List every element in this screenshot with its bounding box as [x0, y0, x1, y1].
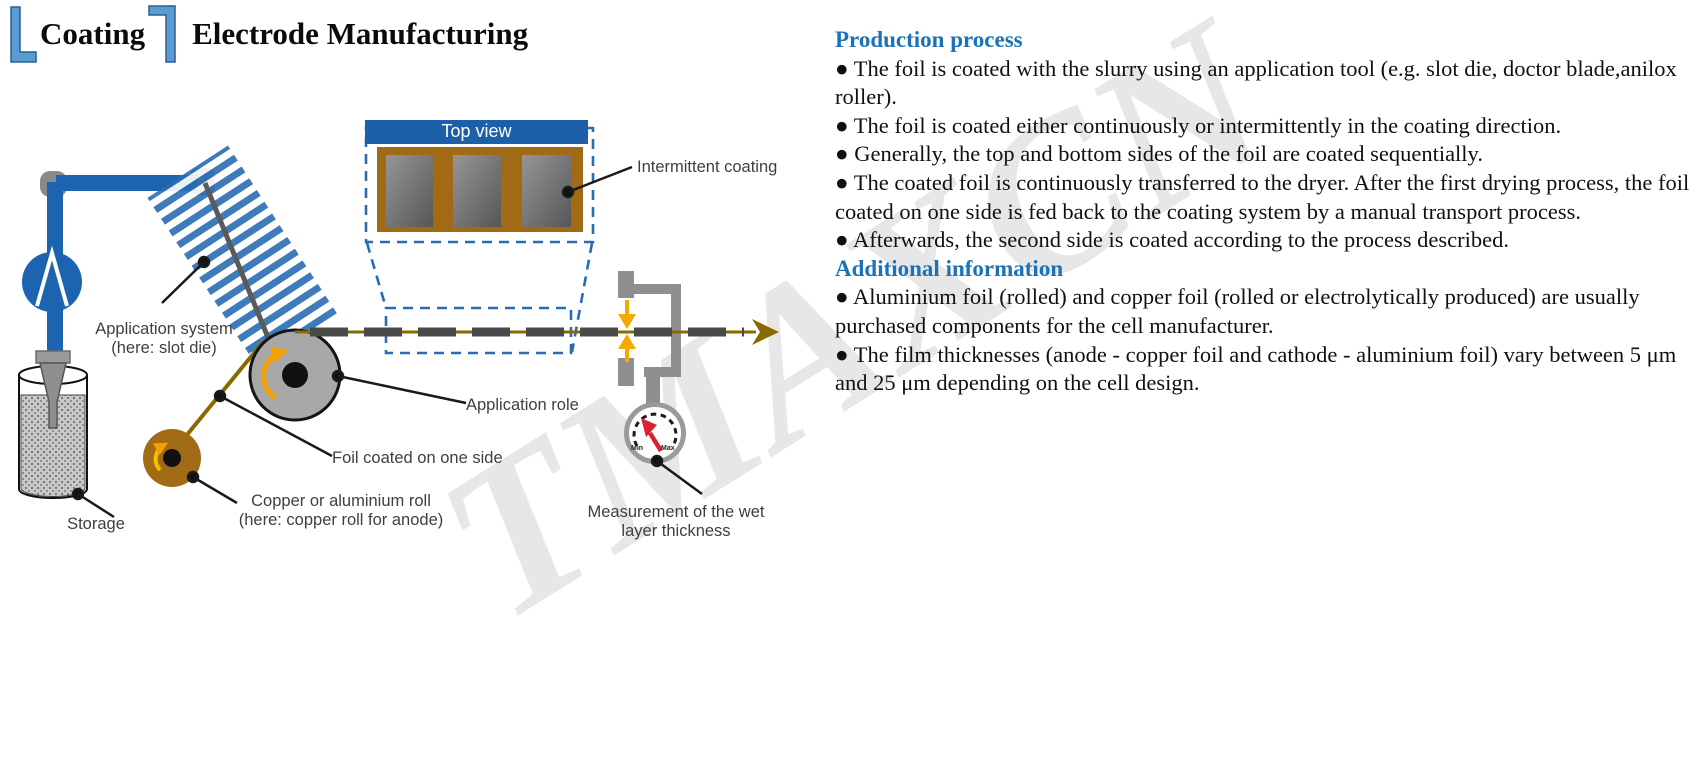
application-role-label: Application role	[466, 396, 579, 414]
measurement-line2: layer thickness	[621, 521, 731, 540]
copper-roll-line1: Copper or aluminium roll	[251, 492, 431, 510]
production-bullet-list: ● The foil is coated with the slurry usi…	[835, 55, 1693, 255]
funnel	[39, 362, 67, 429]
application-role	[248, 328, 342, 422]
pump	[22, 245, 82, 312]
top-view-label: Top view	[441, 121, 512, 141]
application-system-label: Application system (here: slot die)	[88, 320, 240, 357]
additional-bullet-list: ● Aluminium foil (rolled) and copper foi…	[835, 283, 1693, 397]
measurement-label: Measurement of the wet layer thickness	[580, 503, 772, 540]
production-bullet: ● The foil is coated either continuously…	[835, 112, 1562, 138]
web-direction-arrow	[752, 319, 779, 345]
foil-diagonal	[184, 340, 265, 438]
info-panel: Production process ● The foil is coated …	[835, 26, 1693, 398]
storage-label: Storage	[67, 515, 125, 533]
production-bullet: ● The coated foil is continuously transf…	[835, 169, 1690, 224]
top-view-inset	[364, 120, 595, 355]
pointer-lines	[71, 165, 703, 519]
gauge-min-label: Min	[631, 445, 644, 452]
gap-arrows	[618, 300, 636, 362]
copper-roll-label: Copper or aluminium roll (here: copper r…	[222, 492, 460, 529]
title-text: Electrode Manufacturing	[192, 16, 529, 51]
right-bracket-icon	[148, 5, 176, 63]
production-bullet: ● Generally, the top and bottom sides of…	[835, 141, 1483, 167]
needle-head	[641, 418, 657, 437]
measurement-line1: Measurement of the wet	[587, 503, 765, 521]
gauge	[624, 402, 686, 464]
production-bullet: ● The foil is coated with the slurry usi…	[835, 55, 1677, 110]
intermittent-coating-label: Intermittent coating	[637, 158, 778, 176]
gauge-max-label: Max	[661, 445, 675, 452]
left-bracket-icon	[10, 5, 37, 63]
additional-bullet: ● Aluminium foil (rolled) and copper foi…	[835, 284, 1640, 338]
coating-process-diagram	[18, 120, 779, 519]
production-process-heading: Production process	[835, 27, 1023, 52]
measurement-device	[618, 271, 686, 464]
application-system-line2: (here: slot die)	[111, 338, 217, 357]
copper-roll	[143, 429, 201, 487]
application-system-line1: Application system	[95, 320, 233, 338]
foil-coated-label: Foil coated on one side	[332, 449, 503, 467]
copper-roll-line2: (here: copper roll for anode)	[238, 510, 444, 529]
page-title: Coating Electrode Manufacturing	[10, 5, 531, 63]
coated-foil-web	[295, 319, 779, 345]
production-bullet: ● Afterwards, the second side is coated …	[835, 227, 1509, 253]
slot-die-hatch	[147, 145, 337, 366]
storage-tank	[18, 362, 88, 499]
additional-information-heading: Additional information	[835, 255, 1064, 281]
slide: { "title": { "bracket_word": "Coating", …	[10, 0, 1693, 665]
additional-bullet: ● The film thicknesses (anode - copper f…	[835, 341, 1677, 396]
title-bracket-word: Coating	[40, 16, 146, 51]
